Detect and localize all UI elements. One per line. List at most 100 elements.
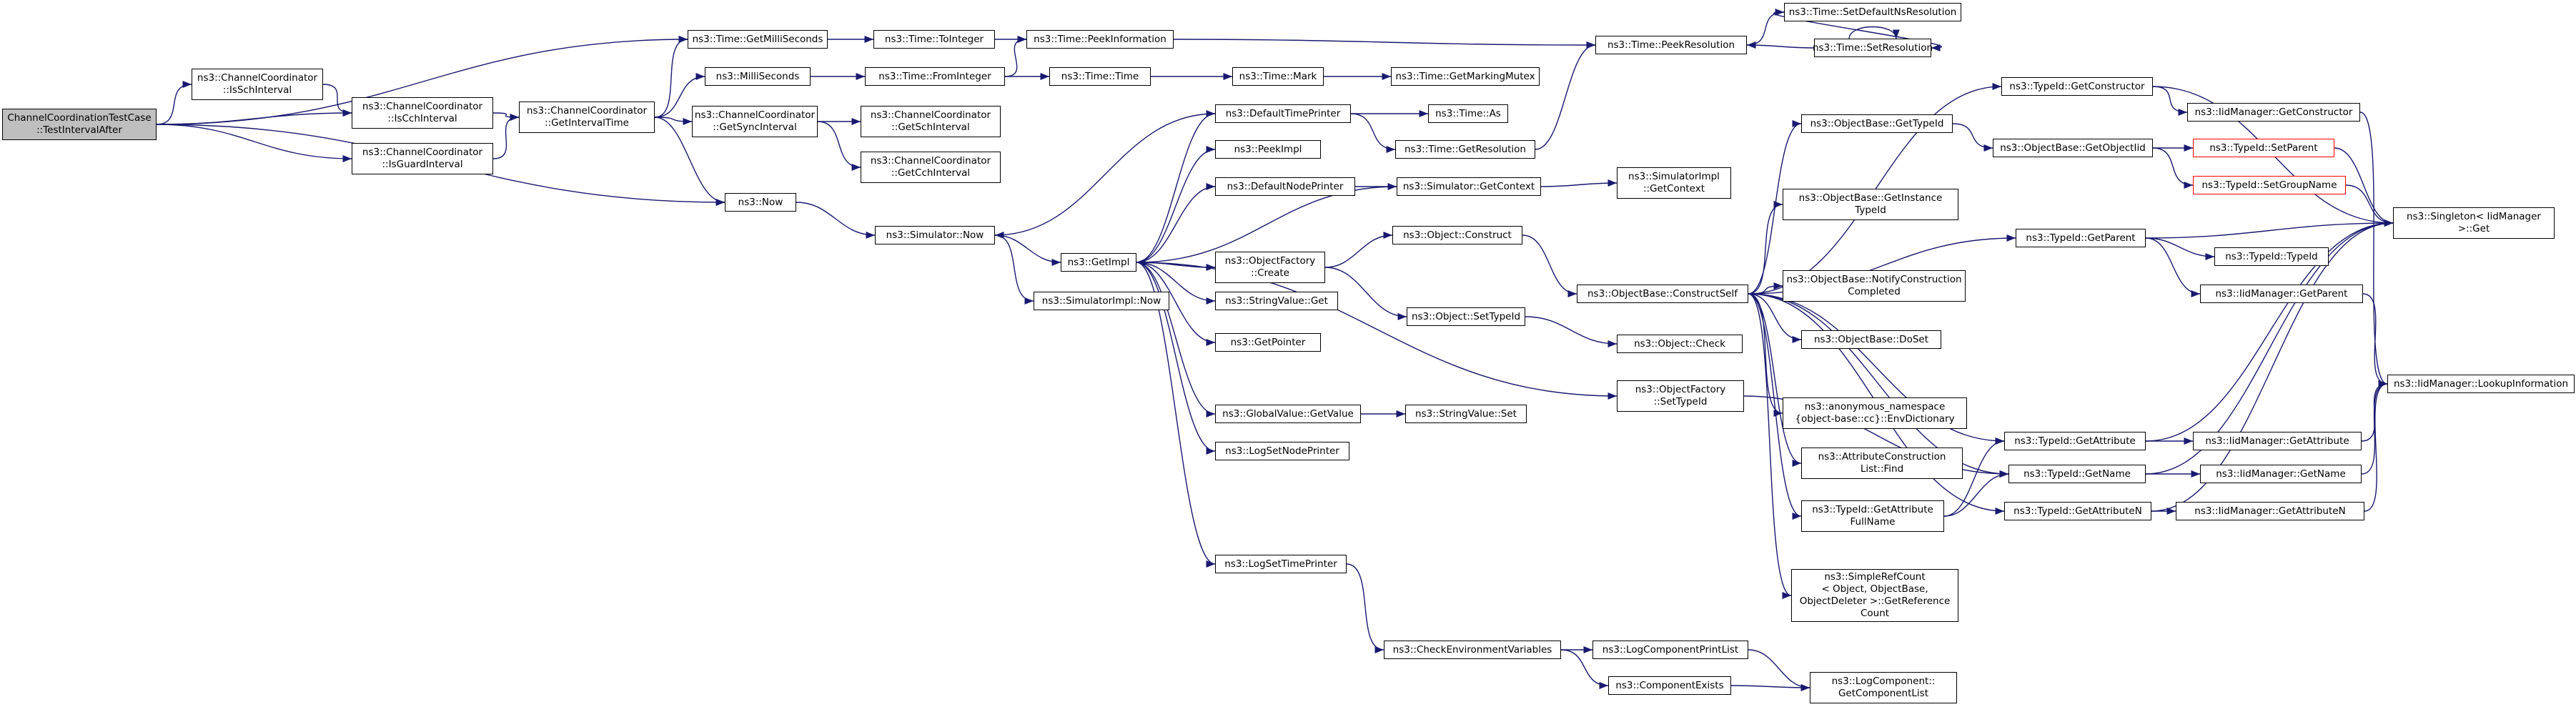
node-log-set-node[interactable]: ns3::LogSetNodePrinter: [1215, 442, 1349, 460]
node-iid-get-parent[interactable]: ns3::IidManager::GetParent: [2200, 285, 2363, 303]
node-str-val-set[interactable]: ns3::StringValue::Set: [1405, 405, 1527, 423]
node-gv-get-value[interactable]: ns3::GlobalValue::GetValue: [1215, 405, 1361, 423]
node-get-cch-int[interactable]: ns3::ChannelCoordinator::GetCchInterval: [861, 152, 1001, 183]
node-get-sch-int[interactable]: ns3::ChannelCoordinator::GetSchInterval: [861, 106, 1001, 137]
node-tid-get-constructor[interactable]: ns3::TypeId::GetConstructor: [2001, 77, 2153, 96]
node-set-def-ns-res[interactable]: ns3::Time::SetDefaultNsResolution: [1784, 3, 1961, 21]
node-label-line: ns3::GlobalValue::GetValue: [1222, 407, 1354, 420]
node-peek-res[interactable]: ns3::Time::PeekResolution: [1595, 36, 1747, 54]
edge-getImpl-to-gvGetValue: [1136, 262, 1216, 417]
node-ob-construct-self[interactable]: ns3::ObjectBase::ConstructSelf: [1577, 285, 1748, 303]
node-sim-impl-now[interactable]: ns3::SimulatorImpl::Now: [1034, 292, 1169, 310]
node-get-pointer[interactable]: ns3::GetPointer: [1215, 333, 1321, 352]
node-log-comp-print[interactable]: ns3::LogComponentPrintList: [1592, 641, 1748, 659]
node-iid-get-attr-n[interactable]: ns3::IidManager::GetAttributeN: [2176, 502, 2364, 520]
node-tid-type-id[interactable]: ns3::TypeId::TypeId: [2214, 247, 2329, 266]
node-label-line: ns3::StringValue::Get: [1225, 295, 1328, 307]
node-get-impl[interactable]: ns3::GetImpl: [1061, 253, 1136, 272]
node-simple-ref[interactable]: ns3::SimpleRefCount< Object, ObjectBase,…: [1791, 569, 1958, 622]
node-tid-set-parent[interactable]: ns3::TypeId::SetParent: [2193, 139, 2334, 157]
edge-getInterval-to-now: [654, 117, 725, 207]
node-label-line: ns3::SimulatorImpl: [1628, 171, 1720, 182]
node-singleton[interactable]: ns3::Singleton< IidManager>::Get: [2393, 207, 2555, 239]
node-sim-get-context[interactable]: ns3::Simulator::GetContext: [1397, 177, 1541, 196]
node-comp-exists[interactable]: ns3::ComponentExists: [1608, 676, 1731, 695]
node-obj-set-type-id[interactable]: ns3::Object::SetTypeId: [1407, 307, 1525, 326]
node-get-milli[interactable]: ns3::Time::GetMilliSeconds: [688, 30, 828, 49]
node-iid-lookup[interactable]: ns3::IidManager::LookupInformation: [2387, 375, 2575, 393]
node-tid-get-attribute[interactable]: ns3::TypeId::GetAttribute: [2004, 432, 2146, 450]
node-label-line: ns3::GetImpl: [1067, 256, 1130, 268]
node-label-line: ns3::Time::GetMilliSeconds: [692, 33, 823, 45]
node-peek-impl[interactable]: ns3::PeekImpl: [1215, 140, 1321, 159]
node-label-line: ns3::Time::GetResolution: [1404, 143, 1526, 155]
node-now[interactable]: ns3::Now: [725, 193, 796, 212]
node-log-comp-get-list[interactable]: ns3::LogComponent::GetComponentList: [1810, 672, 1957, 703]
node-label-line: ns3::PeekImpl: [1234, 143, 1302, 155]
node-label-line: ::GetCchInterval: [891, 167, 971, 179]
node-tid-get-attr-n[interactable]: ns3::TypeId::GetAttributeN: [2004, 502, 2151, 520]
node-time-mark[interactable]: ns3::Time::Mark: [1232, 67, 1324, 86]
node-to-integer[interactable]: ns3::Time::ToInteger: [873, 30, 995, 49]
edge-obConstructSelf-to-tidGetName: [1748, 293, 2009, 478]
edge-obConstructSelf-to-simpleRef: [1748, 293, 1792, 599]
node-log-set-time[interactable]: ns3::LogSetTimePrinter: [1215, 555, 1347, 573]
edge-obConstructSelf-to-anonEnv: [1748, 293, 1783, 417]
node-of-set-type-id[interactable]: ns3::ObjectFactory::SetTypeId: [1617, 380, 1744, 412]
node-obj-check[interactable]: ns3::Object::Check: [1617, 335, 1743, 353]
node-sim-now[interactable]: ns3::Simulator::Now: [875, 226, 995, 244]
node-str-val-get[interactable]: ns3::StringValue::Get: [1215, 292, 1338, 310]
node-label-line: ns3::ChannelCoordinator: [526, 105, 648, 117]
node-ob-get-type-id[interactable]: ns3::ObjectBase::GetTypeId: [1801, 114, 1953, 133]
node-from-integer[interactable]: ns3::Time::FromInteger: [865, 67, 1005, 86]
edge-objConstruct-to-obConstructSelf: [1522, 234, 1577, 298]
edge-getImpl-to-logSetNode: [1136, 262, 1216, 455]
node-label-line: ns3::ChannelCoordinator: [870, 155, 991, 167]
edge-getImpl-to-ofSetTypeId: [1136, 262, 1618, 400]
node-def-node-printer[interactable]: ns3::DefaultNodePrinter: [1215, 177, 1355, 196]
node-check-env[interactable]: ns3::CheckEnvironmentVariables: [1384, 641, 1561, 659]
node-time-as[interactable]: ns3::Time::As: [1428, 104, 1508, 123]
node-ob-get-object-tid[interactable]: ns3::ObjectBase::GetObjectIid: [1993, 139, 2153, 157]
node-anon-env[interactable]: ns3::anonymous_namespace{object-base::cc…: [1783, 397, 1967, 429]
node-set-res[interactable]: ns3::Time::SetResolution: [1813, 39, 1933, 57]
node-milli-sec[interactable]: ns3::MilliSeconds: [705, 67, 811, 86]
node-iid-get-attribute[interactable]: ns3::IidManager::GetAttribute: [2193, 432, 2362, 450]
node-get-resolution[interactable]: ns3::Time::GetResolution: [1395, 140, 1535, 159]
edge-peekRes-to-setDefNsRes: [1746, 8, 1785, 46]
edge-compExists-to-logCompGetList: [1730, 683, 1810, 692]
node-label-line: ns3::LogSetTimePrinter: [1224, 558, 1337, 570]
node-peek-info[interactable]: ns3::Time::PeekInformation: [1026, 30, 1174, 49]
node-label-line: ns3::StringValue::Set: [1415, 407, 1517, 420]
node-label-line: ns3::IidManager::GetAttributeN: [2194, 505, 2346, 517]
node-of-create[interactable]: ns3::ObjectFactory::Create: [1215, 252, 1325, 283]
node-label-line: ns3::ComponentExists: [1615, 679, 1724, 691]
edge-isSch-to-isCch: [322, 84, 352, 117]
edge-tidGetAttrN-to-singleton: [2151, 219, 2394, 512]
node-ob-do-set[interactable]: ns3::ObjectBase::DoSet: [1801, 330, 1941, 349]
node-tid-get-parent[interactable]: ns3::TypeId::GetParent: [2016, 229, 2146, 247]
node-is-guard[interactable]: ns3::ChannelCoordinator::IsGuardInterval: [352, 143, 493, 174]
node-label-line: List::Find: [1860, 463, 1904, 475]
node-iid-get-constructor[interactable]: ns3::IidManager::GetConstructor: [2187, 103, 2360, 122]
node-tid-get-name[interactable]: ns3::TypeId::GetName: [2008, 465, 2146, 483]
node-get-interval[interactable]: ns3::ChannelCoordinator::GetIntervalTime: [519, 102, 655, 133]
node-label-line: ns3::ChannelCoordinator: [197, 72, 318, 84]
node-time-time[interactable]: ns3::Time::Time: [1049, 67, 1151, 86]
node-label-line: ::IsGuardInterval: [382, 159, 463, 170]
node-tid-set-group[interactable]: ns3::TypeId::SetGroupName: [2193, 176, 2346, 194]
node-is-sch[interactable]: ns3::ChannelCoordinator::IsSchInterval: [192, 69, 323, 100]
node-obj-construct[interactable]: ns3::Object::Construct: [1392, 226, 1522, 244]
node-is-cch[interactable]: ns3::ChannelCoordinator::IsCchInterval: [352, 97, 493, 129]
node-get-sync[interactable]: ns3::ChannelCoordinator::GetSyncInterval: [692, 106, 818, 137]
node-label-line: ns3::MilliSeconds: [715, 70, 800, 82]
node-sim-impl-ctx[interactable]: ns3::SimulatorImpl::GetContext: [1617, 167, 1731, 199]
node-get-mark-mutex[interactable]: ns3::Time::GetMarkingMutex: [1391, 67, 1540, 86]
node-label-line: ::SetTypeId: [1653, 396, 1708, 407]
node-iid-get-name[interactable]: ns3::IidManager::GetName: [2200, 465, 2362, 483]
node-def-time-printer[interactable]: ns3::DefaultTimePrinter: [1215, 104, 1351, 123]
